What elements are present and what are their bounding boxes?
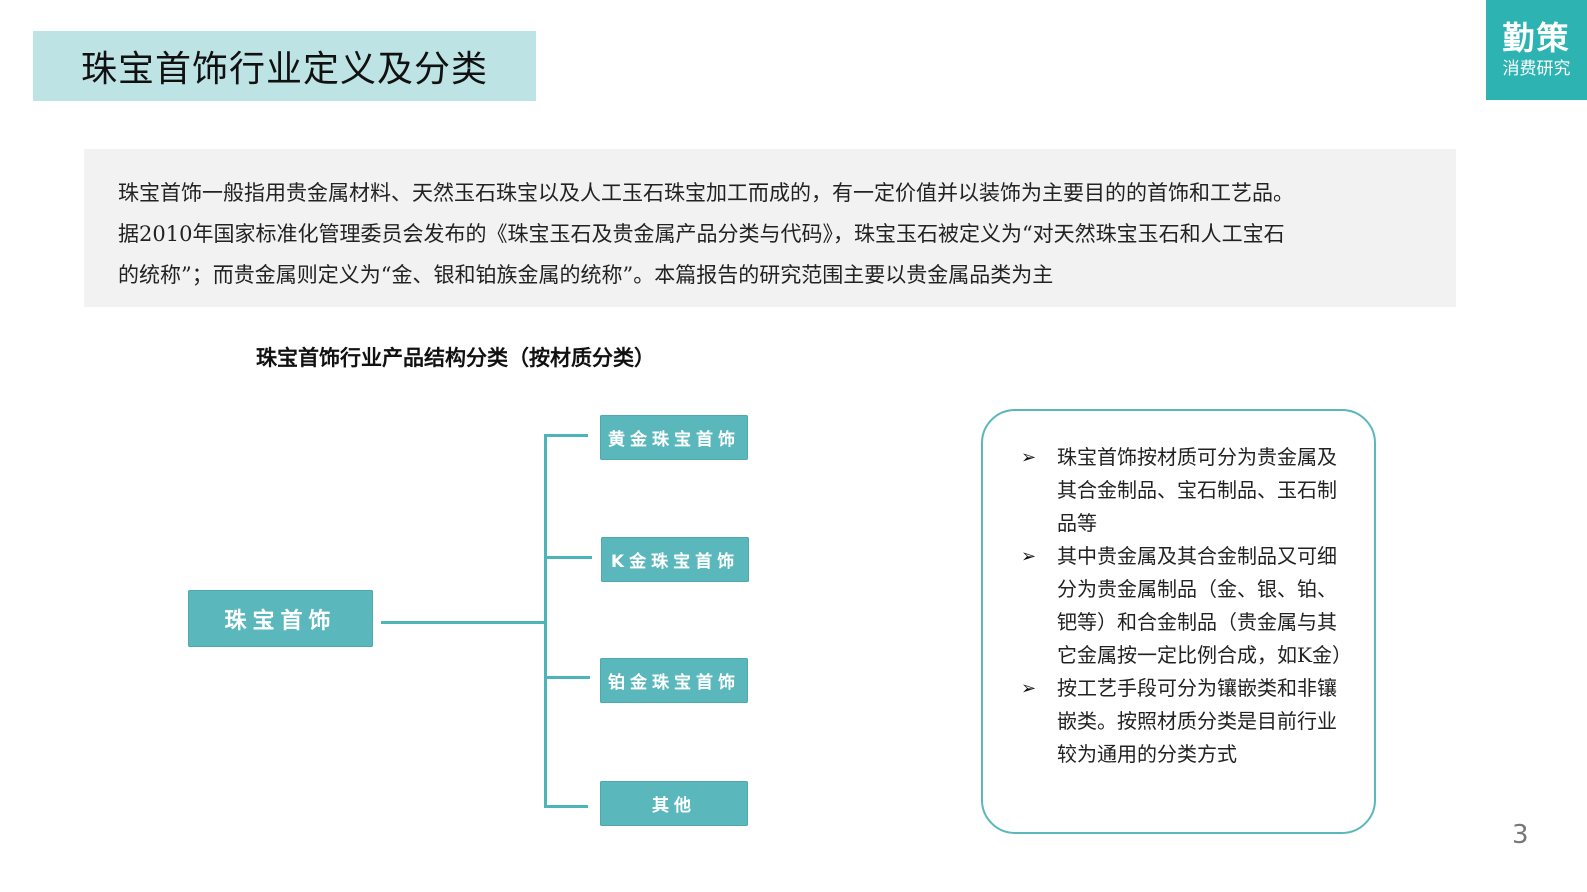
- diagram-node-k-gold: K金珠宝首饰: [601, 537, 749, 582]
- intro-line-3: 的统称”；而贵金属则定义为“金、银和铂族金属的统称”。本篇报告的研究范围主要以贵…: [118, 263, 1054, 287]
- brand-logo: 勤策 消费研究: [1486, 0, 1587, 100]
- connector-branch-3: [544, 676, 590, 679]
- logo-main-text: 勤策: [1502, 19, 1571, 57]
- logo-sub-text: 消费研究: [1502, 59, 1571, 79]
- connector-root-horizontal: [381, 621, 546, 624]
- arrowhead-bullet-icon: ➢: [1021, 447, 1037, 468]
- connector-branch-4: [544, 805, 588, 808]
- info-item-text: 其中贵金属及其合金制品又可细分为贵金属制品（金、银、铂、钯等）和合金制品（贵金属…: [1057, 544, 1352, 667]
- info-item: ➢ 珠宝首饰按材质可分为贵金属及其合金制品、宝石制品、玉石制品等: [1021, 441, 1354, 540]
- page-title: 珠宝首饰行业定义及分类: [80, 49, 488, 90]
- diagram-node-gold: 黄金珠宝首饰: [600, 415, 748, 460]
- title-banner: 珠宝首饰行业定义及分类: [33, 31, 536, 101]
- info-box: ➢ 珠宝首饰按材质可分为贵金属及其合金制品、宝石制品、玉石制品等 ➢ 其中贵金属…: [981, 409, 1376, 834]
- diagram-title: 珠宝首饰行业产品结构分类（按材质分类）: [256, 346, 655, 370]
- info-item-text: 珠宝首饰按材质可分为贵金属及其合金制品、宝石制品、玉石制品等: [1057, 445, 1337, 535]
- connector-trunk-vertical: [544, 434, 547, 808]
- diagram-root-node: 珠宝首饰: [188, 590, 373, 647]
- intro-line-2: 据2010年国家标准化管理委员会发布的《珠宝玉石及贵金属产品分类与代码》，珠宝玉…: [118, 222, 1285, 246]
- arrowhead-bullet-icon: ➢: [1021, 678, 1037, 699]
- intro-line-1: 珠宝首饰一般指用贵金属材料、天然玉石珠宝以及人工玉石珠宝加工而成的，有一定价值并…: [118, 181, 1294, 205]
- connector-branch-1: [544, 434, 588, 437]
- diagram-node-other: 其他: [600, 781, 748, 826]
- diagram-node-platinum: 铂金珠宝首饰: [600, 658, 748, 703]
- intro-box: 珠宝首饰一般指用贵金属材料、天然玉石珠宝以及人工玉石珠宝加工而成的，有一定价值并…: [84, 149, 1456, 307]
- info-item: ➢ 按工艺手段可分为镶嵌类和非镶嵌类。按照材质分类是目前行业较为通用的分类方式: [1021, 672, 1354, 771]
- connector-branch-2: [544, 556, 592, 559]
- info-item: ➢ 其中贵金属及其合金制品又可细分为贵金属制品（金、银、铂、钯等）和合金制品（贵…: [1021, 540, 1354, 672]
- info-item-text: 按工艺手段可分为镶嵌类和非镶嵌类。按照材质分类是目前行业较为通用的分类方式: [1057, 676, 1337, 766]
- page-number: 3: [1512, 820, 1529, 850]
- info-list: ➢ 珠宝首饰按材质可分为贵金属及其合金制品、宝石制品、玉石制品等 ➢ 其中贵金属…: [1021, 441, 1354, 771]
- arrowhead-bullet-icon: ➢: [1021, 546, 1037, 567]
